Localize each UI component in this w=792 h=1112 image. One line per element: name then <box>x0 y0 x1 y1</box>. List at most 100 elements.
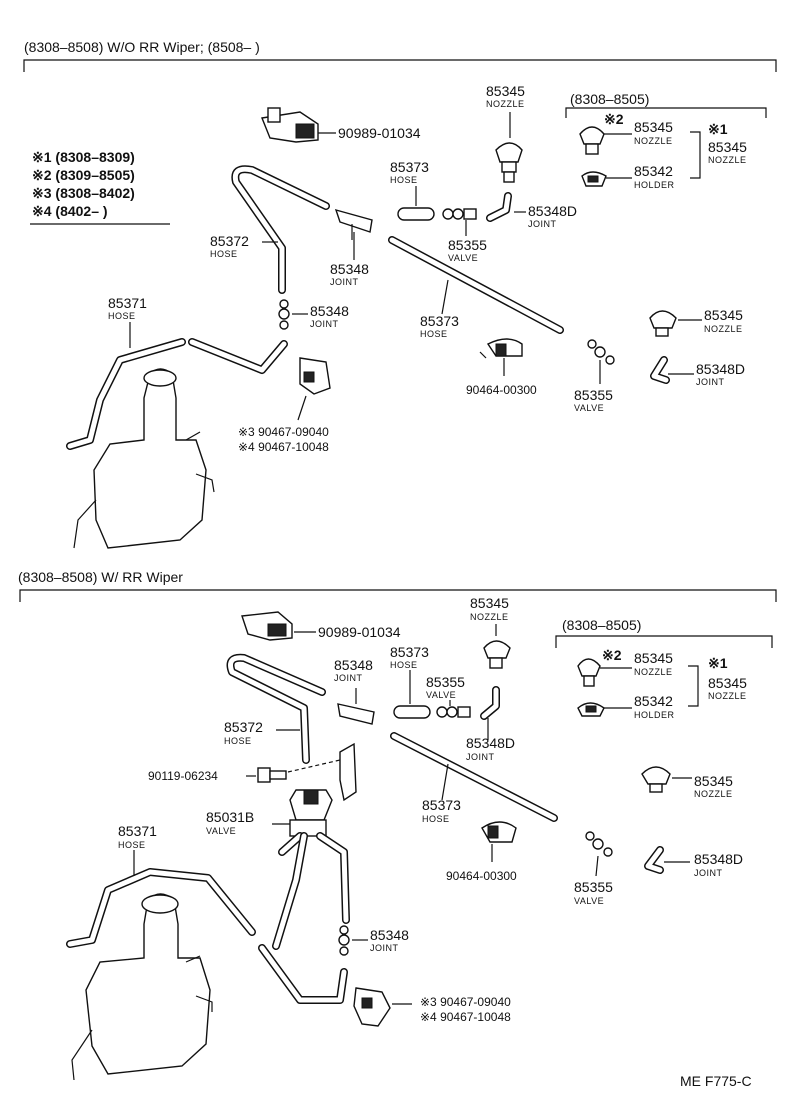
washer-tank-1 <box>73 368 215 549</box>
label-85348b-lbl-2: JOINT <box>370 943 399 953</box>
label-85345d-num-1: 85345 <box>704 307 743 323</box>
clip-90467-2 <box>353 987 391 1027</box>
label-85031b-lbl-2: VALVE <box>206 826 236 836</box>
label-85371-num-1: 85371 <box>108 295 147 311</box>
section-title-1: (8308–8508) W/O RR Wiper; (8508– ) <box>24 39 260 55</box>
label-85348d-num-1: 85348D <box>528 203 577 219</box>
hose-85373a-1 <box>397 207 435 221</box>
note-1: ※1 (8308–8309) <box>32 149 135 165</box>
label-85371-num-2: 85371 <box>118 823 157 839</box>
clip-90467-1 <box>299 357 331 395</box>
label-85342-lbl-2: HOLDER <box>634 710 675 720</box>
label-85342-num-1: 85342 <box>634 163 673 179</box>
range-1: (8308–8505) <box>570 91 649 107</box>
valve-85355-1 <box>442 208 477 220</box>
joint-85348a-2 <box>337 703 375 725</box>
clip-90464-1 <box>479 338 523 359</box>
label-85348a-lbl-2: JOINT <box>334 673 363 683</box>
label-85355b-num-1: 85355 <box>574 387 613 403</box>
holder-85342-1 <box>581 171 607 187</box>
label-85345a-num-1: 85345 <box>486 83 525 99</box>
label-85345d-num-2: 85345 <box>694 773 733 789</box>
label-85345c-lbl-2: NOZZLE <box>708 691 747 701</box>
label-90989-1: 90989-01034 <box>338 125 421 141</box>
nozzle-85345b-1 <box>579 126 605 155</box>
label-85345c-lbl-1: NOZZLE <box>708 155 747 165</box>
holder-85342-2 <box>577 702 605 717</box>
label-85348b-num-2: 85348 <box>370 927 409 943</box>
label-85373a-lbl-2: HOSE <box>390 660 418 670</box>
footer-code: ME F775-C <box>680 1073 752 1089</box>
label-85373b-lbl-2: HOSE <box>422 814 450 824</box>
mark2-1: ※2 <box>604 111 624 127</box>
note-3: ※3 (8308–8402) <box>32 185 135 201</box>
valve-85355b-2 <box>585 831 613 857</box>
label-85348d-lbl-2: JOINT <box>466 752 495 762</box>
label-85348d2-lbl-2: JOINT <box>694 868 723 878</box>
range-2: (8308–8505) <box>562 617 641 633</box>
label-85355b-lbl-1: VALVE <box>574 403 604 413</box>
valve-85031b-2 <box>272 742 357 950</box>
label-85342-num-2: 85342 <box>634 693 673 709</box>
valve-85355-2 <box>436 706 471 718</box>
joint-85348b-2 <box>338 925 350 956</box>
label-85345b-lbl-1: NOZZLE <box>634 136 673 146</box>
label-90467b-1: ※4 90467-10048 <box>238 440 329 454</box>
label-85348d2-num-1: 85348D <box>696 361 745 377</box>
label-85373a-lbl-1: HOSE <box>390 175 418 185</box>
label-85345d-lbl-2: NOZZLE <box>694 789 733 799</box>
notes-legend: ※1 (8308–8309) ※2 (8309–8505) ※3 (8308–8… <box>30 149 170 225</box>
label-85345a-num-2: 85345 <box>470 595 509 611</box>
label-90467b-2: ※4 90467-10048 <box>420 1010 511 1024</box>
label-85355-num-2: 85355 <box>426 674 465 690</box>
label-85355b-num-2: 85355 <box>574 879 613 895</box>
clip-90464-2 <box>481 821 517 843</box>
label-85348a-num-1: 85348 <box>330 261 369 277</box>
nozzle-85345d-2 <box>641 766 671 793</box>
label-85373b-lbl-1: HOSE <box>420 329 448 339</box>
label-85348b-lbl-1: JOINT <box>310 319 339 329</box>
label-90989-2: 90989-01034 <box>318 624 401 640</box>
label-90464-2: 90464-00300 <box>446 869 517 883</box>
label-85371-lbl-2: HOSE <box>118 840 146 850</box>
label-85345d-lbl-1: NOZZLE <box>704 324 743 334</box>
label-85372-num-1: 85372 <box>210 233 249 249</box>
label-85342-lbl-1: HOLDER <box>634 180 675 190</box>
note-2: ※2 (8309–8505) <box>32 167 135 183</box>
label-85348d2-num-2: 85348D <box>694 851 743 867</box>
note-4: ※4 (8402– ) <box>32 203 108 219</box>
label-85355-lbl-1: VALVE <box>448 253 478 263</box>
label-85348d2-lbl-1: JOINT <box>696 377 725 387</box>
joint-85348b-1 <box>278 299 290 330</box>
section-bracket-2 <box>19 589 777 602</box>
label-90467a-1: ※3 90467-09040 <box>238 425 329 439</box>
hose-85373b-2 <box>390 732 558 822</box>
label-85371-lbl-1: HOSE <box>108 311 136 321</box>
washer-tank-2 <box>71 893 213 1081</box>
hose-85371-1 <box>66 338 288 450</box>
label-85345a-lbl-1: NOZZLE <box>486 99 525 109</box>
hose-85372-1 <box>231 165 330 294</box>
mark2-2: ※2 <box>602 647 622 663</box>
hose-85373a-2 <box>393 705 431 719</box>
label-85348d-lbl-1: JOINT <box>528 219 557 229</box>
nozzle-85345d-1 <box>649 310 677 337</box>
nozzle-85345a-2 <box>483 640 511 669</box>
hose-85371-2 <box>66 868 348 1004</box>
clip-90989-1 <box>261 107 319 143</box>
label-85355-num-1: 85355 <box>448 237 487 253</box>
clip-90989-2 <box>241 611 293 641</box>
label-85345c-num-1: 85345 <box>708 139 747 155</box>
label-85373b-num-2: 85373 <box>422 797 461 813</box>
label-85345c-num-2: 85345 <box>708 675 747 691</box>
label-85372-lbl-2: HOSE <box>224 736 252 746</box>
label-85031b-num-2: 85031B <box>206 809 254 825</box>
label-85373b-num-1: 85373 <box>420 313 459 329</box>
label-90464-1: 90464-00300 <box>466 383 537 397</box>
label-85348a-lbl-1: JOINT <box>330 277 359 287</box>
label-85355b-lbl-2: VALVE <box>574 896 604 906</box>
mark1-1: ※1 <box>708 121 728 137</box>
label-85345a-lbl-2: NOZZLE <box>470 612 509 622</box>
label-85373a-num-1: 85373 <box>390 159 429 175</box>
label-85355-lbl-2: VALVE <box>426 690 456 700</box>
